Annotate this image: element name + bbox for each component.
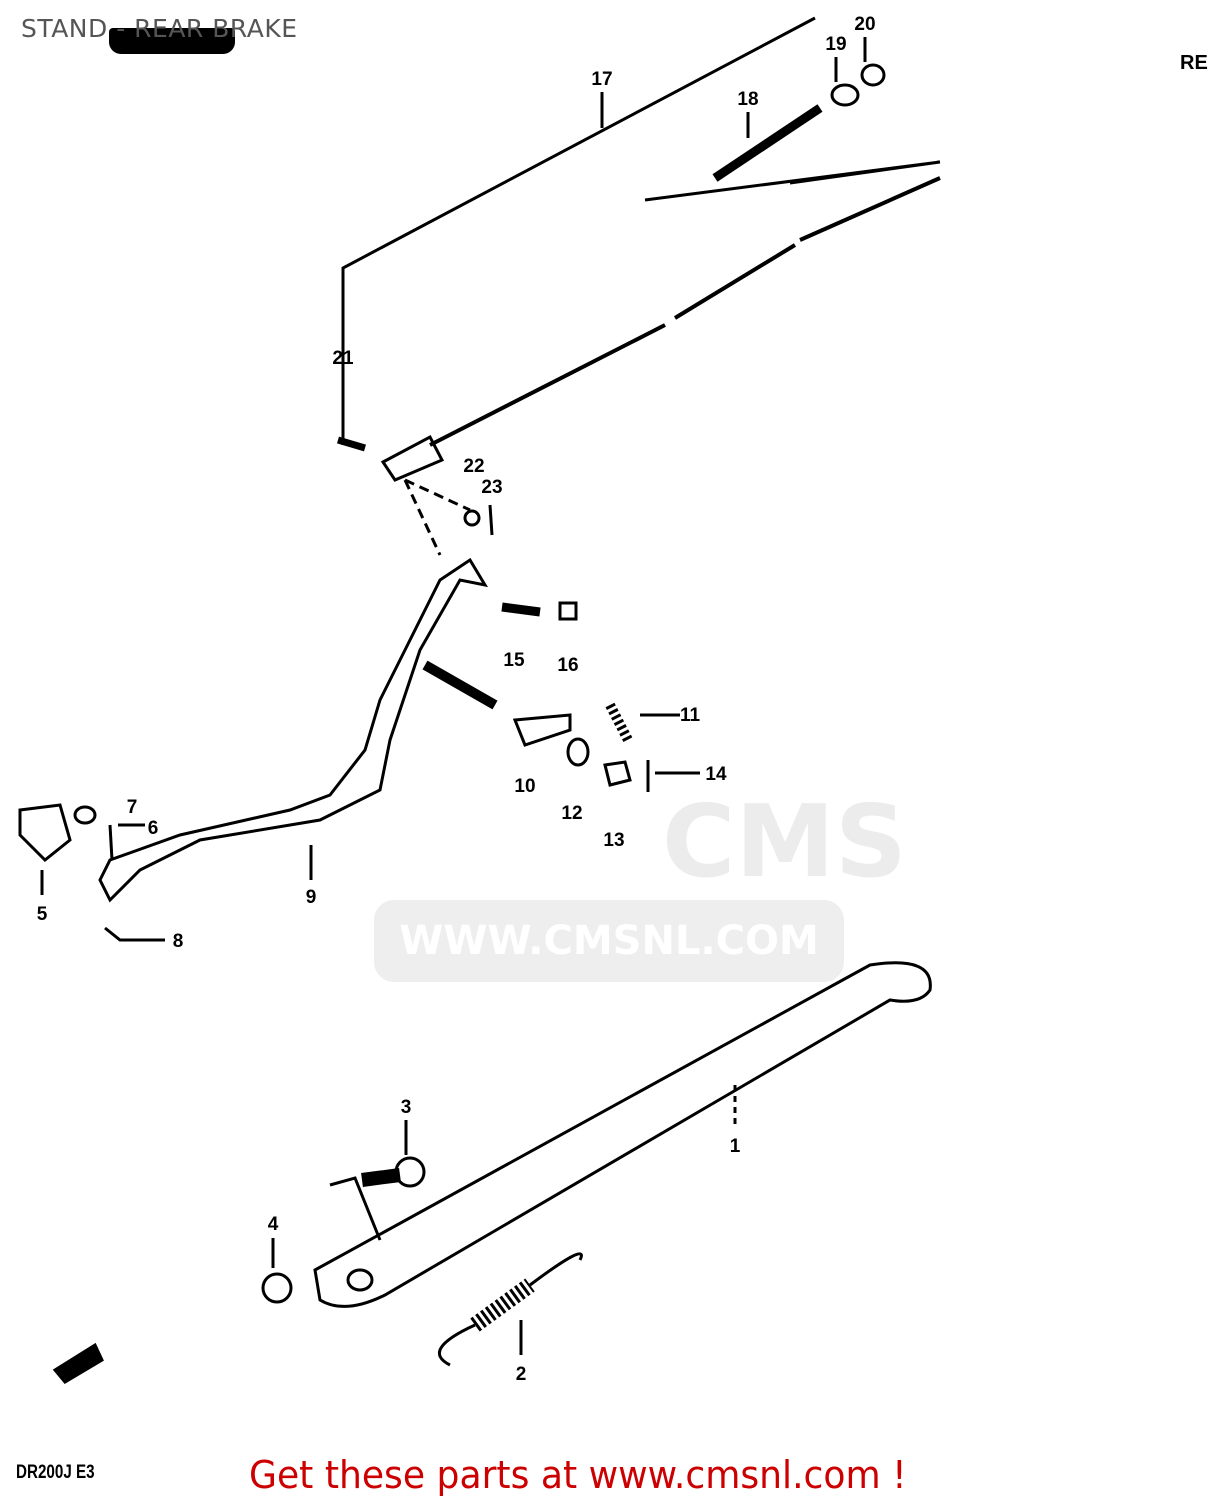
stand-pivot bbox=[346, 1268, 374, 1292]
watermark-url: WWW.CMSNL.COM bbox=[399, 918, 819, 964]
bolt-3 bbox=[361, 1168, 401, 1187]
brake-pedal bbox=[98, 557, 489, 903]
watermark-banner: WWW.CMSNL.COM bbox=[374, 900, 844, 982]
callout-14: 14 bbox=[705, 764, 727, 785]
part-7 bbox=[73, 805, 97, 825]
pin-6 bbox=[108, 824, 114, 861]
callout-22: 22 bbox=[463, 456, 484, 477]
callout-10: 10 bbox=[514, 776, 535, 797]
nut-13 bbox=[603, 760, 632, 787]
callout-11: 11 bbox=[680, 705, 701, 726]
callout-6: 6 bbox=[148, 818, 159, 839]
spring-11 bbox=[605, 702, 633, 743]
cotter-23 bbox=[488, 504, 494, 536]
bolt-15 bbox=[501, 602, 541, 617]
callout-9: 9 bbox=[306, 887, 317, 908]
page-title-text: STAND - REAR BRAKE bbox=[21, 14, 298, 43]
pin-21 bbox=[337, 436, 366, 452]
washer-22 bbox=[463, 509, 481, 527]
bracket-5 bbox=[18, 803, 72, 863]
callout-16: 16 bbox=[557, 655, 578, 676]
redaction-mark bbox=[109, 28, 235, 54]
part-20 bbox=[860, 63, 886, 87]
pivot-shaft bbox=[422, 660, 498, 710]
cotter-8 bbox=[104, 926, 165, 942]
watermark-logo: CMS bbox=[662, 783, 907, 900]
callout-17: 17 bbox=[591, 69, 612, 90]
model-code: DR200J E3 bbox=[16, 1462, 95, 1483]
spring-2 bbox=[470, 1278, 535, 1332]
callout-19: 19 bbox=[825, 34, 846, 55]
washer-12 bbox=[566, 737, 590, 767]
callout-13: 13 bbox=[603, 830, 624, 851]
callout-2: 2 bbox=[516, 1364, 527, 1385]
callout-3: 3 bbox=[401, 1097, 412, 1118]
leader-17 bbox=[341, 16, 816, 445]
nut-16 bbox=[558, 601, 578, 621]
brake-rod bbox=[429, 176, 941, 447]
callout-20: 20 bbox=[854, 14, 875, 35]
callout-21: 21 bbox=[332, 348, 354, 369]
callout-7: 7 bbox=[127, 797, 138, 818]
callout-8: 8 bbox=[173, 931, 184, 952]
promo-link[interactable]: Get these parts at www.cmsnl.com ! bbox=[249, 1453, 907, 1497]
callout-23: 23 bbox=[481, 477, 502, 498]
part-19 bbox=[830, 83, 860, 107]
callout-12: 12 bbox=[561, 803, 582, 824]
plate-10 bbox=[512, 713, 572, 747]
callout-1: 1 bbox=[730, 1136, 741, 1157]
nut-4 bbox=[261, 1272, 293, 1304]
page-title: STAND - REAR BRAKE bbox=[21, 14, 298, 54]
callout-15: 15 bbox=[503, 650, 525, 671]
callout-5: 5 bbox=[37, 904, 48, 925]
rod-spring-18 bbox=[712, 104, 823, 182]
callout-18: 18 bbox=[737, 89, 758, 110]
side-stand bbox=[313, 961, 932, 1308]
clevis bbox=[380, 434, 445, 482]
front-arrow-icon bbox=[52, 1342, 104, 1384]
leader-18 bbox=[644, 160, 941, 202]
callout-4: 4 bbox=[268, 1214, 279, 1235]
edge-text: RE bbox=[1180, 52, 1208, 74]
